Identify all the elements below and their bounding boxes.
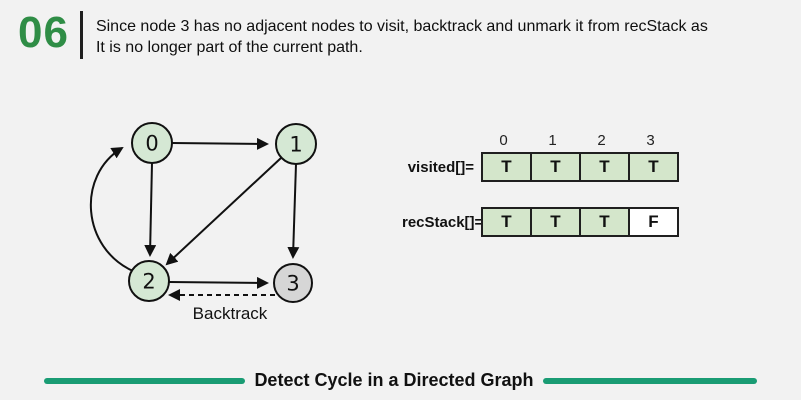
edge-0-2-arrow	[144, 162, 157, 257]
graph-node-1-label: 1	[289, 133, 302, 157]
edge-0-1-arrow	[171, 137, 269, 150]
recstack-array-row: recStack[]= T T T F	[402, 207, 679, 237]
visited-cell-0: T	[481, 152, 532, 182]
recstack-cell-1: T	[530, 207, 581, 237]
graph-node-3: 3	[273, 263, 313, 303]
visited-array-row: visited[]= T T T T	[402, 152, 679, 182]
state-arrays: 0 1 2 3 visited[]= T T T T recStack[]= T…	[402, 132, 679, 237]
footer-right-bar	[542, 377, 757, 384]
graph-node-0-circle	[131, 122, 173, 164]
edge-2-3-arrow	[168, 276, 269, 289]
visited-cell-3: T	[628, 152, 679, 182]
array-index-1: 1	[548, 132, 557, 149]
step-number: 06	[18, 8, 69, 57]
array-index-2: 2	[597, 132, 606, 149]
graph-node-2-circle	[128, 260, 170, 302]
graph-node-3-circle	[273, 263, 313, 303]
directed-graph: Backtrack 0 1 2 3	[89, 122, 317, 323]
edge-1-3-arrow	[287, 163, 300, 259]
graph-node-1-circle	[275, 123, 317, 165]
header-divider	[79, 11, 83, 59]
array-index-row: 0 1 2 3	[480, 132, 679, 149]
graph-node-0: 0	[131, 122, 173, 164]
recstack-cell-3: F	[628, 207, 679, 237]
edge-1-2-arrow	[165, 157, 282, 266]
visited-cell-2: T	[579, 152, 630, 182]
step-description-line1: Since node 3 has no adjacent nodes to vi…	[95, 18, 708, 35]
footer: Detect Cycle in a Directed Graph	[0, 370, 801, 391]
edge-2-0-curved-arrow	[89, 146, 134, 272]
graph-node-1: 1	[275, 123, 317, 165]
footer-title: Detect Cycle in a Directed Graph	[254, 370, 534, 390]
visited-cell-1: T	[530, 152, 581, 182]
graph-node-3-label: 3	[286, 272, 299, 296]
graph-node-2: 2	[128, 260, 170, 302]
recstack-cell-0: T	[481, 207, 532, 237]
array-index-0: 0	[499, 132, 508, 149]
step-description-line2: It is no longer part of the current path…	[95, 39, 363, 56]
recstack-array-label: recStack[]=	[402, 213, 484, 231]
graph-node-2-label: 2	[142, 270, 155, 294]
recstack-cell-2: T	[579, 207, 630, 237]
graph-node-0-label: 0	[145, 132, 158, 156]
step-description: Since node 3 has no adjacent nodes to vi…	[96, 8, 708, 58]
visited-array-label: visited[]=	[407, 158, 474, 176]
backtrack-label: Backtrack	[193, 304, 268, 323]
step-header: 06 Since node 3 has no adjacent nodes to…	[18, 8, 708, 59]
array-index-3: 3	[646, 132, 655, 149]
footer-left-bar	[44, 377, 246, 384]
